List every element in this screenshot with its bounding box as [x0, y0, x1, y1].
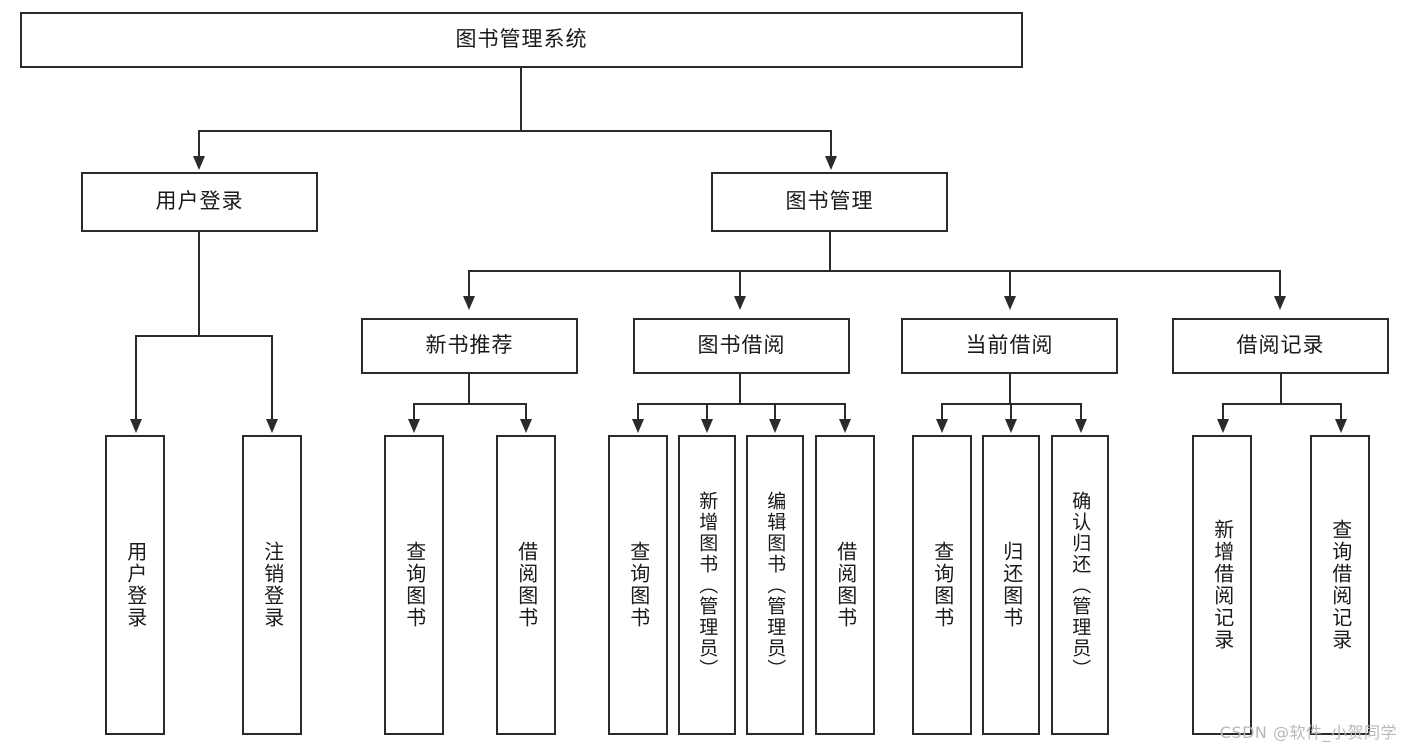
arrowhead-icon — [632, 419, 644, 433]
node-label: 借阅记录 — [1236, 333, 1325, 358]
connector-root-stem — [520, 68, 522, 130]
node-label: 查询借阅记录 — [1328, 519, 1353, 651]
node-book-management[interactable]: 图书管理 — [711, 172, 948, 232]
leaf-cb-confirm-return-admin[interactable]: 确认归还（管理员） — [1051, 435, 1109, 735]
node-label: 借阅图书 — [833, 541, 858, 629]
connector-current-borrow-stem — [1009, 374, 1011, 403]
leaf-br-add-record[interactable]: 新增借阅记录 — [1192, 435, 1252, 735]
arrowhead-icon — [266, 419, 278, 433]
node-label: 图书借阅 — [697, 333, 786, 358]
node-label: 图书管理系统 — [455, 27, 588, 52]
connector-to-current-borrow — [1009, 270, 1011, 298]
node-label: 新增借阅记录 — [1210, 519, 1235, 651]
leaf-logout[interactable]: 注销登录 — [242, 435, 302, 735]
arrowhead-icon — [1217, 419, 1229, 433]
node-current-borrow[interactable]: 当前借阅 — [901, 318, 1118, 374]
node-label: 新书推荐 — [425, 333, 514, 358]
arrowhead-icon — [1075, 419, 1087, 433]
connector-user-login-leaf-1 — [135, 335, 137, 421]
arrowhead-icon — [520, 419, 532, 433]
node-label: 用户登录 — [123, 541, 148, 629]
connector-to-borrow-record — [1279, 270, 1281, 298]
node-label: 当前借阅 — [965, 333, 1054, 358]
node-label: 编辑图书（管理员） — [764, 490, 787, 680]
connector-cb-leaf-2 — [1010, 403, 1012, 421]
leaf-bb-borrow-book[interactable]: 借阅图书 — [815, 435, 875, 735]
connector-level3-bus — [468, 270, 1280, 272]
node-label: 查询图书 — [930, 541, 955, 629]
connector-root-to-user-login — [198, 130, 200, 158]
connector-bb-leaf-3 — [774, 403, 776, 421]
leaf-nbr-query-book[interactable]: 查询图书 — [384, 435, 444, 735]
arrowhead-icon — [936, 419, 948, 433]
arrowhead-icon — [839, 419, 851, 433]
leaf-nbr-borrow-book[interactable]: 借阅图书 — [496, 435, 556, 735]
leaf-cb-query-book[interactable]: 查询图书 — [912, 435, 972, 735]
node-label: 注销登录 — [260, 541, 285, 629]
connector-borrow-record-stem — [1280, 374, 1282, 403]
connector-new-book-recommend-bus — [413, 403, 525, 405]
arrowhead-icon — [734, 296, 746, 310]
arrowhead-icon — [701, 419, 713, 433]
arrowhead-icon — [130, 419, 142, 433]
connector-bb-leaf-1 — [637, 403, 639, 421]
connector-cb-leaf-1 — [941, 403, 943, 421]
arrowhead-icon — [825, 156, 837, 170]
arrowhead-icon — [1274, 296, 1286, 310]
csdn-watermark: CSDN @软件_小贺同学 — [1219, 723, 1397, 742]
connector-root-bus — [198, 130, 832, 132]
connector-bb-leaf-2 — [706, 403, 708, 421]
connector-book-borrow-stem — [739, 374, 741, 403]
node-label: 图书管理 — [785, 189, 874, 214]
node-label: 查询图书 — [626, 541, 651, 629]
connector-to-new-book-recommend — [468, 270, 470, 298]
arrowhead-icon — [1335, 419, 1347, 433]
node-borrow-record[interactable]: 借阅记录 — [1172, 318, 1389, 374]
connector-nbr-leaf-1 — [413, 403, 415, 421]
arrowhead-icon — [1004, 296, 1016, 310]
leaf-br-query-record[interactable]: 查询借阅记录 — [1310, 435, 1370, 735]
leaf-user-login[interactable]: 用户登录 — [105, 435, 165, 735]
connector-cb-leaf-3 — [1080, 403, 1082, 421]
connector-borrow-record-bus — [1222, 403, 1340, 405]
connector-new-book-recommend-stem — [468, 374, 470, 403]
connector-to-book-borrow — [739, 270, 741, 298]
connector-user-login-stem — [198, 232, 200, 335]
node-label: 查询图书 — [402, 541, 427, 629]
arrowhead-icon — [463, 296, 475, 310]
arrowhead-icon — [769, 419, 781, 433]
leaf-bb-query-book[interactable]: 查询图书 — [608, 435, 668, 735]
connector-user-login-leaf-2 — [271, 335, 273, 421]
arrowhead-icon — [1005, 419, 1017, 433]
arrowhead-icon — [193, 156, 205, 170]
connector-nbr-leaf-2 — [525, 403, 527, 421]
connector-br-leaf-1 — [1222, 403, 1224, 421]
connector-root-to-book-management — [830, 130, 832, 158]
connector-book-borrow-bus — [637, 403, 846, 405]
node-label: 归还图书 — [999, 541, 1024, 629]
leaf-bb-add-book-admin[interactable]: 新增图书（管理员） — [678, 435, 736, 735]
connector-br-leaf-2 — [1340, 403, 1342, 421]
node-label: 确认归还（管理员） — [1069, 490, 1092, 680]
node-user-login[interactable]: 用户登录 — [81, 172, 318, 232]
leaf-cb-return-book[interactable]: 归还图书 — [982, 435, 1040, 735]
node-label: 借阅图书 — [514, 541, 539, 629]
connector-user-login-bus — [135, 335, 271, 337]
node-book-borrow[interactable]: 图书借阅 — [633, 318, 850, 374]
node-new-book-recommend[interactable]: 新书推荐 — [361, 318, 578, 374]
node-label: 用户登录 — [155, 189, 244, 214]
leaf-bb-edit-book-admin[interactable]: 编辑图书（管理员） — [746, 435, 804, 735]
node-root-book-management-system[interactable]: 图书管理系统 — [20, 12, 1023, 68]
node-label: 新增图书（管理员） — [696, 490, 719, 680]
connector-book-management-stem — [829, 232, 831, 270]
connector-bb-leaf-4 — [844, 403, 846, 421]
arrowhead-icon — [408, 419, 420, 433]
